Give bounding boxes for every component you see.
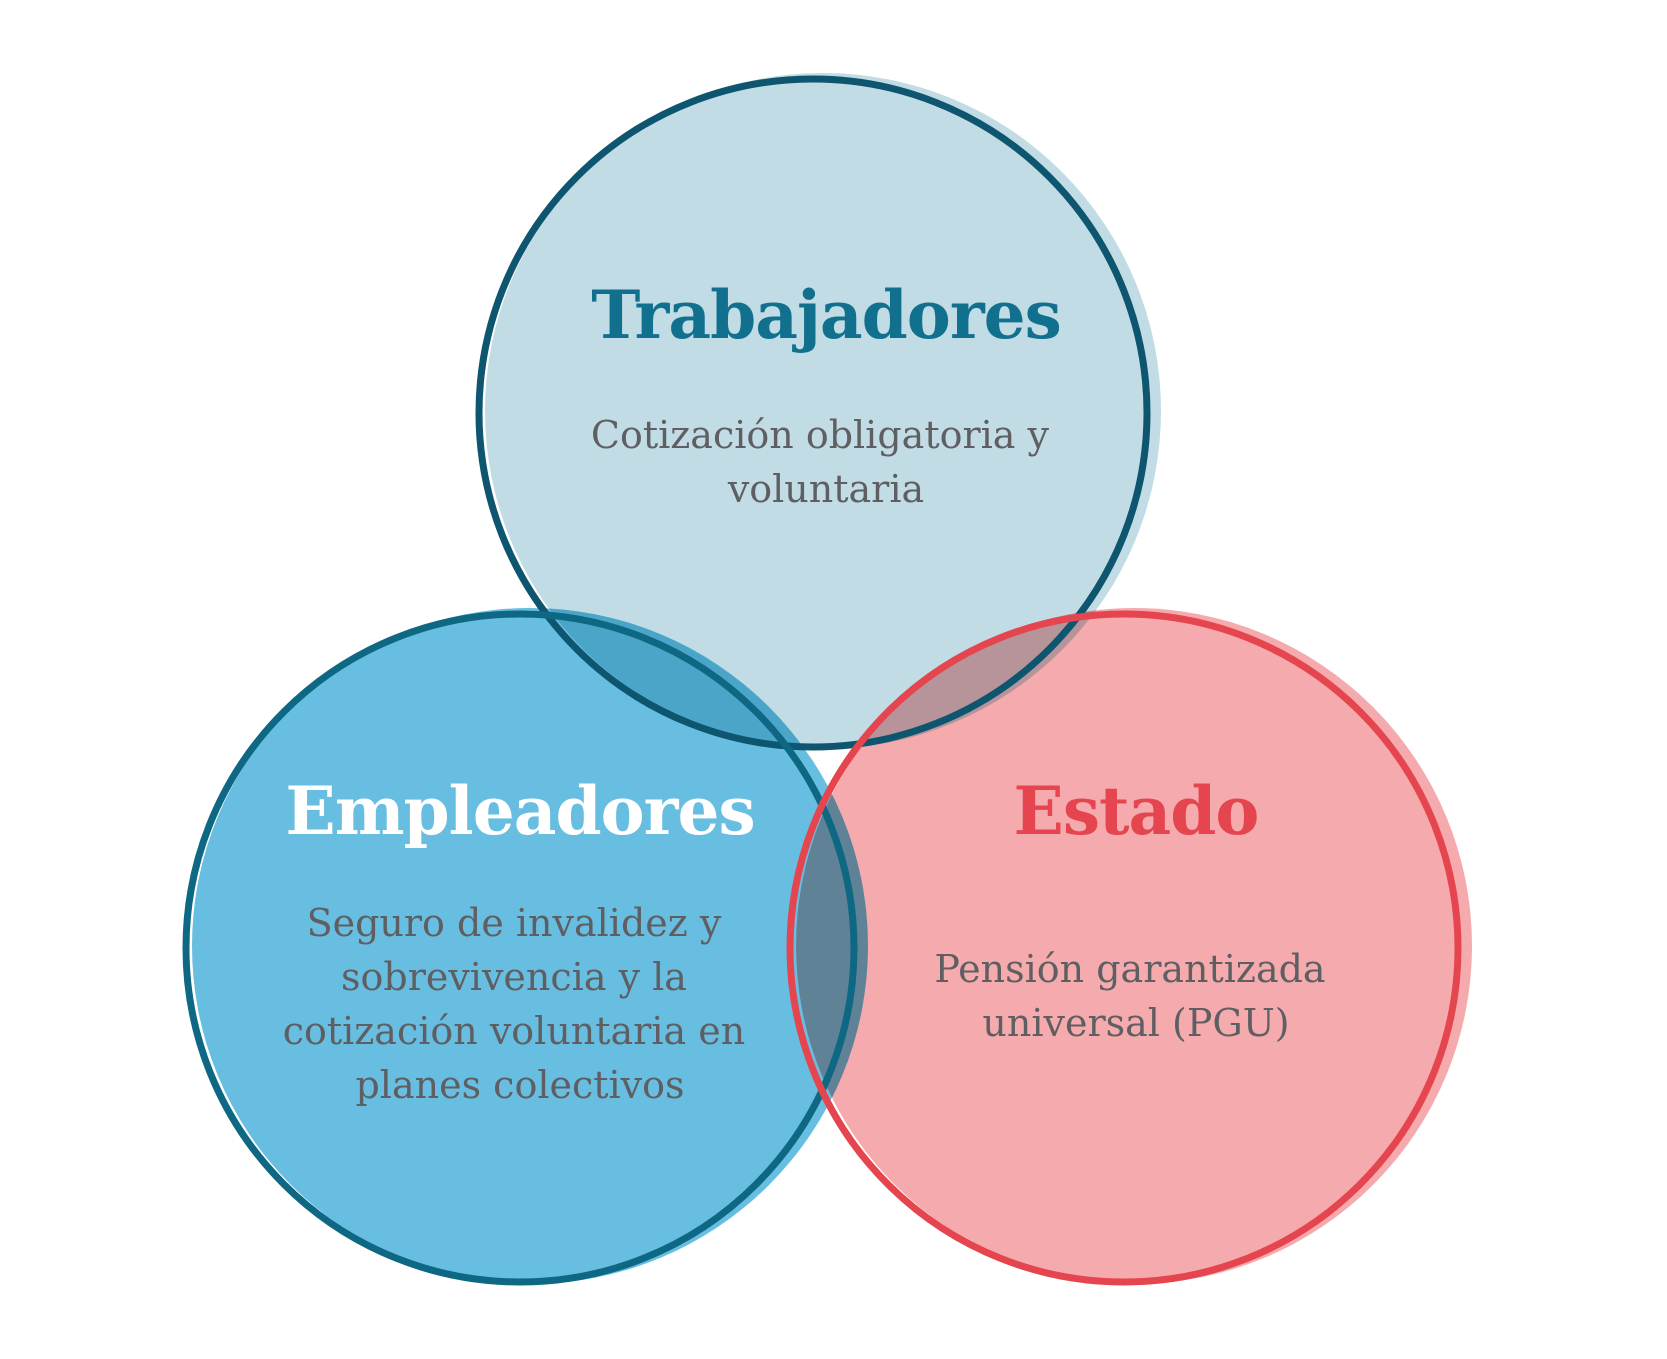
empleadores-description-line: cotización voluntaria en <box>283 1009 746 1053</box>
estado-circle-outline <box>786 610 1462 1286</box>
estado-title: Estado <box>1014 772 1259 850</box>
empleadores-circle-outline <box>182 610 858 1286</box>
trabajadores-description-line: Cotización obligatoria y <box>591 413 1050 457</box>
empleadores-description: Seguro de invalidez y sobrevivencia y la… <box>283 901 758 1107</box>
trabajadores-circle-fill <box>485 73 1161 749</box>
trabajadores-description: Cotización obligatoria y voluntaria <box>591 413 1061 511</box>
estado-description: Pensión garantizada universal (PGU) <box>934 947 1337 1045</box>
estado-description-line: universal (PGU) <box>982 1001 1289 1045</box>
empleadores-description-line: Seguro de invalidez y <box>307 901 722 945</box>
empleadores-title: Empleadores <box>285 772 754 850</box>
trabajadores-description-line: voluntaria <box>727 467 924 511</box>
estado-description-line: Pensión garantizada <box>934 947 1325 991</box>
estado-circle-fill <box>796 608 1472 1284</box>
empleadores-description-line: sobrevivencia y la <box>341 955 687 999</box>
trabajadores-circle-outline <box>475 75 1151 751</box>
trabajadores-title: Trabajadores <box>591 276 1061 354</box>
empleadores-circle-fill <box>192 608 868 1284</box>
empleadores-description-line: planes colectivos <box>355 1063 684 1107</box>
